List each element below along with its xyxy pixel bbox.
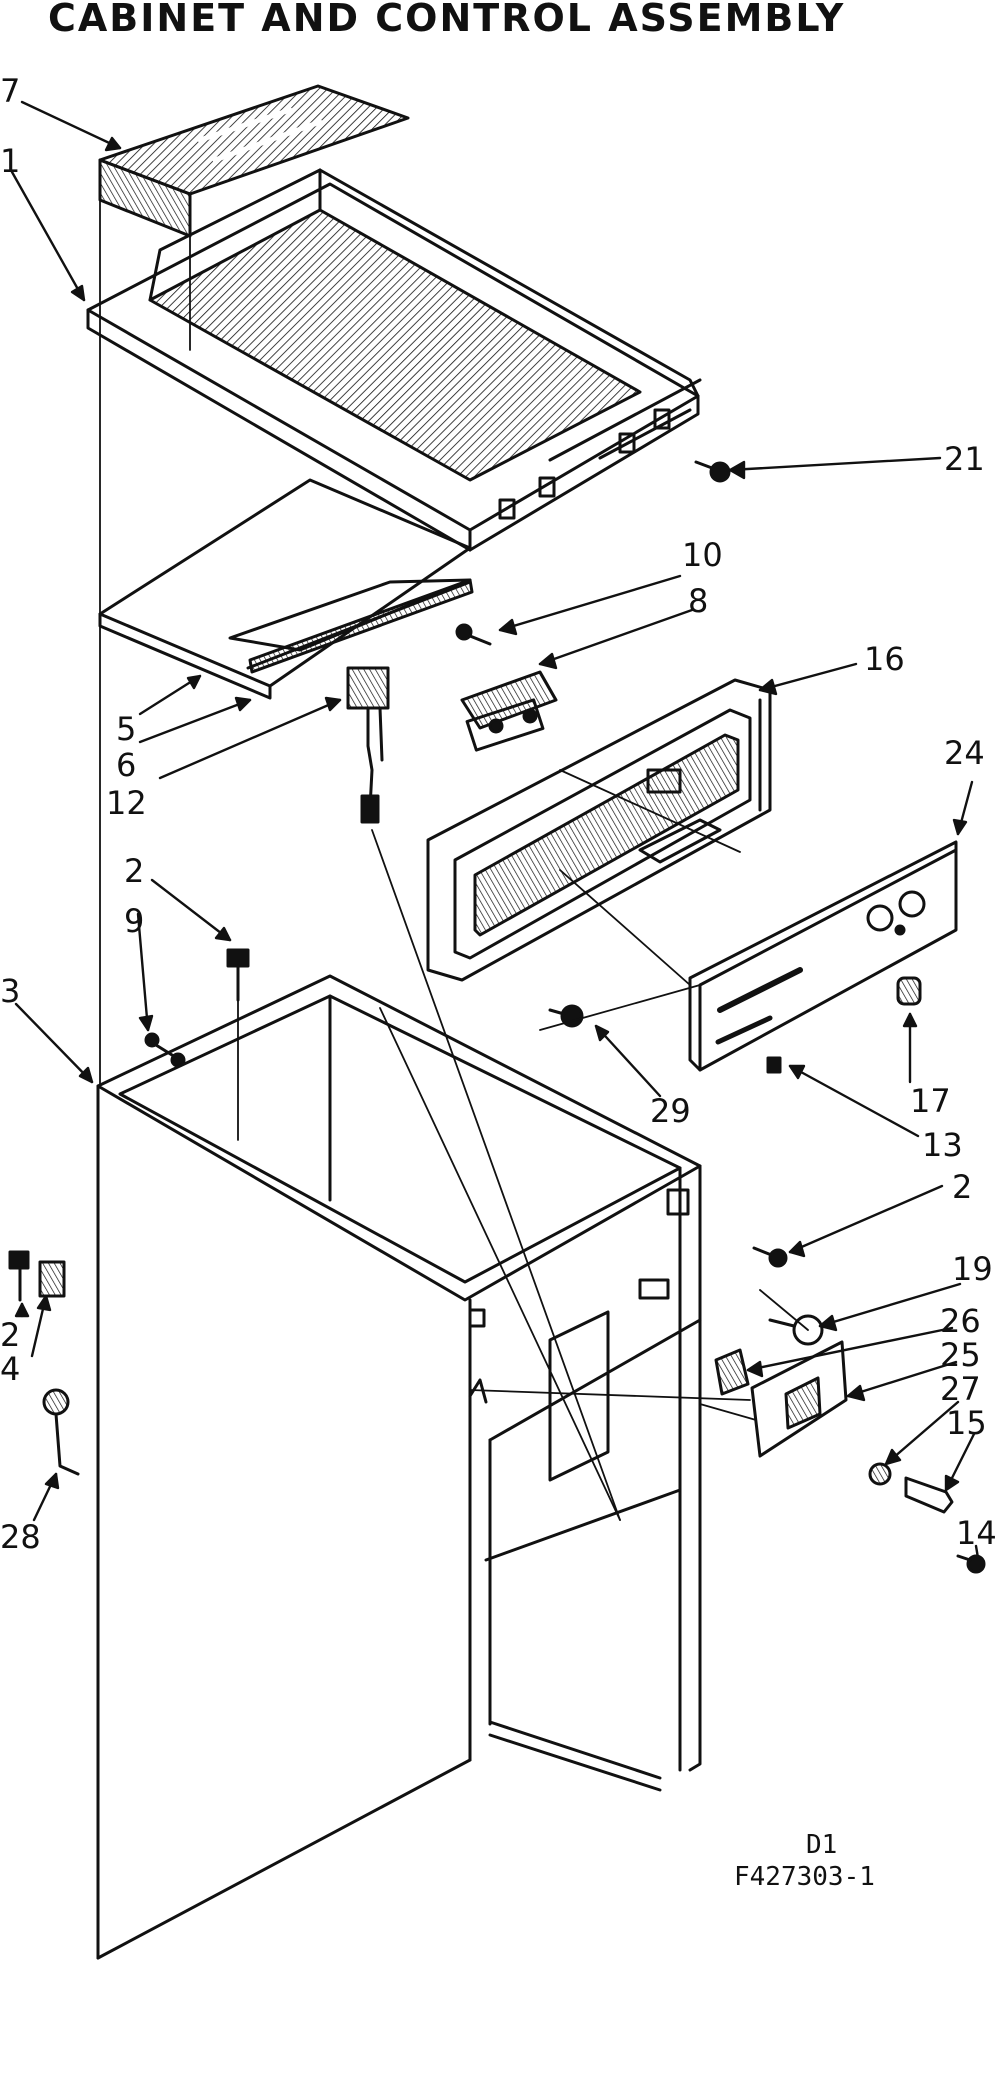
callout-7: 7: [0, 72, 20, 110]
callout-25: 25: [940, 1336, 981, 1374]
screw-14-part: [956, 1554, 986, 1574]
callout-9: 9: [124, 902, 144, 940]
latch-8-part: [460, 670, 558, 752]
callout-1: 1: [0, 142, 20, 180]
knob-17-part: [896, 976, 922, 1006]
callout-15: 15: [946, 1404, 987, 1442]
callout-21: 21: [944, 440, 985, 478]
alignment-lines: [99, 199, 809, 1521]
callout-4: 4: [0, 1350, 20, 1388]
callout-17: 17: [910, 1082, 951, 1120]
bracket-28-part: [42, 1388, 80, 1476]
bracket-6-part: [228, 578, 474, 674]
screw-21-part: [694, 460, 731, 483]
callout-12: 12: [106, 784, 147, 822]
button-19-part: [768, 1314, 824, 1346]
callout-2-upper: 2: [124, 852, 144, 890]
bulb-15-part: [904, 1476, 954, 1514]
screw-2-left-part: [8, 1250, 30, 1302]
callout-27: 27: [940, 1370, 981, 1408]
control-frame-16-part: [426, 678, 772, 982]
clip-9-part: [144, 1032, 186, 1068]
nut-27-part: [868, 1462, 892, 1486]
callout-3: 3: [0, 972, 20, 1010]
callout-16: 16: [864, 640, 905, 678]
callout-labels: 7 1 21 10 8 16 24 5 6 12 2 9 3 29 17 13 …: [0, 72, 997, 1556]
insert-13-part: [766, 1056, 782, 1074]
callout-10: 10: [682, 536, 723, 574]
bushing-26-part: [714, 1348, 750, 1396]
callout-6: 6: [116, 746, 136, 784]
figure-number: F427303-1: [734, 1862, 875, 1892]
top-panel-part: [98, 478, 472, 700]
clip-4-part: [38, 1260, 66, 1298]
callout-8: 8: [688, 582, 708, 620]
screw-29-part: [548, 1004, 584, 1028]
callout-14: 14: [956, 1514, 997, 1552]
callout-28: 28: [0, 1518, 41, 1556]
screw-2-right-part: [752, 1246, 788, 1268]
control-panel-24-part: [688, 840, 958, 1072]
callout-24: 24: [944, 734, 985, 772]
top-frame-part: [86, 168, 702, 552]
drawing-code: D1: [806, 1830, 838, 1860]
diagram-title: CABINET AND CONTROL ASSEMBLY: [48, 0, 846, 40]
screw-10-part: [455, 623, 492, 646]
callout-19: 19: [952, 1250, 993, 1288]
switch-12-part: [346, 666, 390, 824]
screw-2-upper-part: [226, 948, 250, 1002]
callout-2-left: 2: [0, 1316, 20, 1354]
callout-13: 13: [922, 1126, 963, 1164]
cabinet-3-part: [96, 974, 702, 1960]
callout-2-right: 2: [952, 1168, 972, 1206]
callout-26: 26: [940, 1302, 981, 1340]
leader-lines: [10, 100, 980, 1560]
top-grille-part: [98, 84, 410, 238]
callout-29: 29: [650, 1092, 691, 1130]
callout-5: 5: [116, 710, 136, 748]
